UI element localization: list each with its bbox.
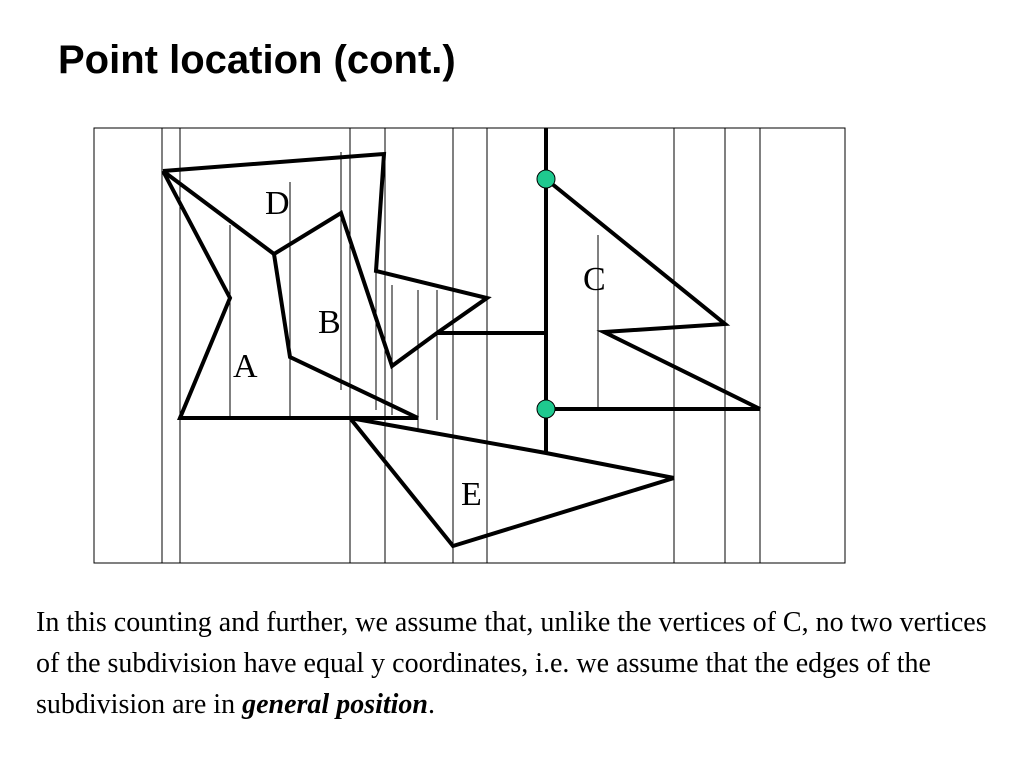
polygon-abd (161, 151, 492, 420)
caption-text: In this counting and further, we assume … (36, 607, 987, 720)
edge-d-bottom (161, 169, 276, 256)
region-label-b: B (318, 304, 341, 341)
caption-emphasis: general position (242, 689, 429, 720)
region-label-c: C (583, 261, 606, 298)
marked-vertex-bottom (536, 399, 556, 419)
caption-paragraph: In this counting and further, we assume … (36, 602, 996, 725)
region-label-a: A (233, 348, 258, 385)
bounding-box (93, 127, 846, 564)
slide-title: Point location (cont.) (58, 38, 456, 82)
polygon-e (348, 416, 675, 549)
caption-end: . (428, 689, 436, 720)
marked-vertex-top (536, 169, 556, 189)
region-label-d: D (265, 185, 290, 222)
polygon-c (544, 177, 761, 411)
region-label-e: E (461, 476, 482, 513)
